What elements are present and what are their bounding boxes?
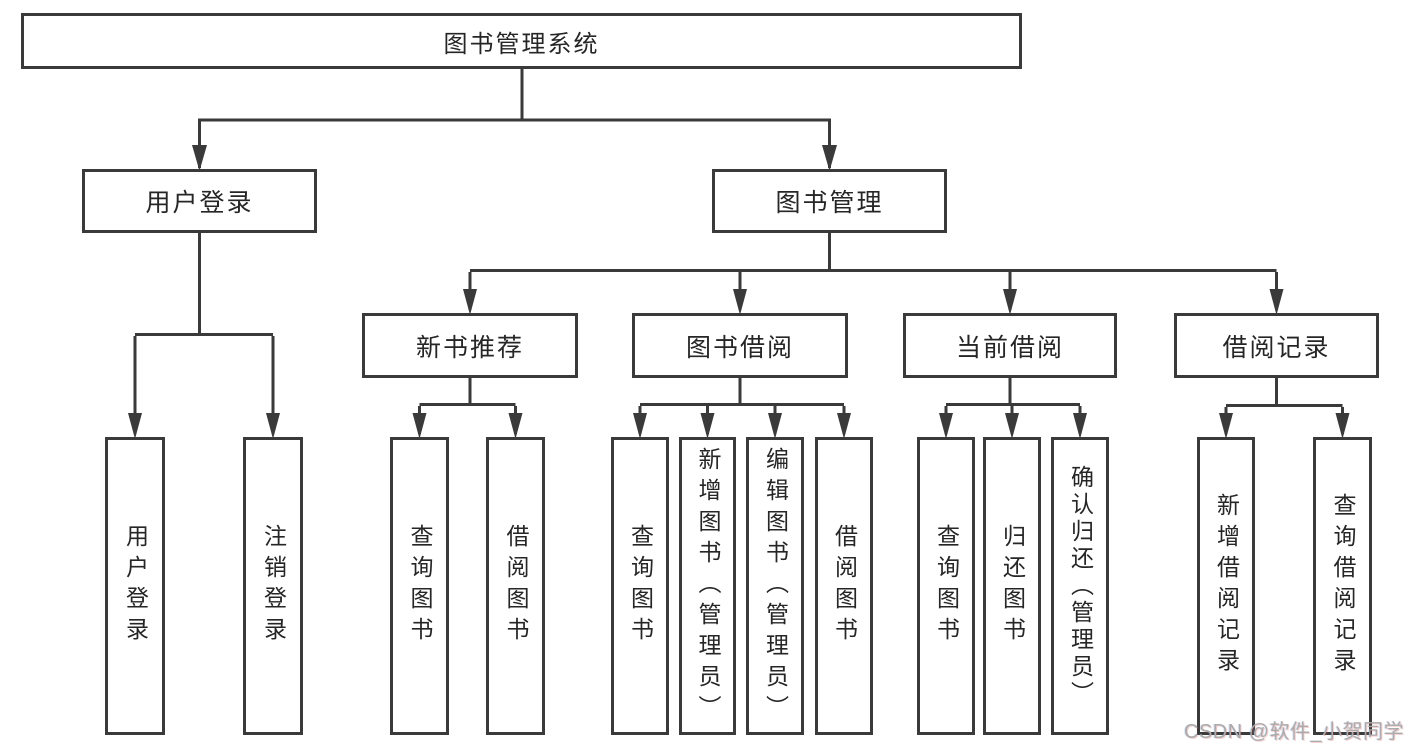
leaf-user-login-label: 用户登录 [122, 524, 149, 648]
leaf-confirm-return-admin: 确认归还（管理员） [1051, 437, 1109, 735]
leaf-query-books-borrow-label: 查询图书 [627, 524, 654, 648]
leaf-borrow-books-borrow: 借阅图书 [815, 437, 873, 735]
leaf-add-borrow-record-label: 新增借阅记录 [1213, 493, 1240, 679]
leaf-add-book-admin-label: 新增图书（管理员） [695, 446, 721, 726]
node-root: 图书管理系统 [21, 13, 1022, 69]
leaf-user-login: 用户登录 [105, 437, 165, 735]
node-current-borrow-label: 当前借阅 [955, 333, 1064, 362]
node-user-login-label: 用户登录 [145, 189, 254, 217]
leaf-borrow-books-recommend-label: 借阅图书 [503, 524, 529, 648]
leaf-add-book-admin: 新增图书（管理员） [679, 437, 736, 735]
leaf-edit-book-admin: 编辑图书（管理员） [746, 437, 804, 735]
leaf-add-borrow-record: 新增借阅记录 [1197, 437, 1255, 735]
node-book-borrow-label: 图书借阅 [685, 333, 794, 362]
leaf-logout: 注销登录 [243, 437, 303, 735]
node-new-book-recommend-label: 新书推荐 [415, 333, 524, 362]
leaf-edit-book-admin-label: 编辑图书（管理员） [762, 446, 789, 726]
node-new-book-recommend: 新书推荐 [362, 313, 578, 378]
leaf-confirm-return-admin-label: 确认归还（管理员） [1067, 464, 1094, 708]
leaf-borrow-books-borrow-label: 借阅图书 [831, 524, 858, 648]
leaf-borrow-books-recommend: 借阅图书 [486, 437, 545, 735]
node-borrow-records: 借阅记录 [1174, 313, 1379, 378]
leaf-query-books-borrow: 查询图书 [611, 437, 669, 735]
node-book-management-label: 图书管理 [775, 189, 884, 217]
leaf-return-books-label: 归还图书 [999, 524, 1026, 648]
leaf-query-books-current: 查询图书 [917, 437, 975, 735]
leaf-query-books-current-label: 查询图书 [933, 524, 960, 648]
leaf-return-books: 归还图书 [983, 437, 1041, 735]
node-book-management: 图书管理 [712, 169, 947, 233]
leaf-logout-label: 注销登录 [260, 524, 287, 648]
node-root-label: 图书管理系统 [443, 30, 600, 58]
leaf-query-borrow-record-label: 查询借阅记录 [1330, 493, 1356, 679]
node-borrow-records-label: 借阅记录 [1222, 333, 1331, 362]
node-user-login: 用户登录 [82, 169, 317, 233]
leaf-query-books-recommend-label: 查询图书 [407, 524, 433, 648]
leaf-query-books-recommend: 查询图书 [390, 437, 449, 735]
node-current-borrow: 当前借阅 [903, 313, 1117, 378]
watermark: CSDN @软件_小贺同学 [1184, 721, 1405, 743]
node-book-borrow: 图书借阅 [632, 313, 848, 378]
leaf-query-borrow-record: 查询借阅记录 [1313, 437, 1372, 735]
